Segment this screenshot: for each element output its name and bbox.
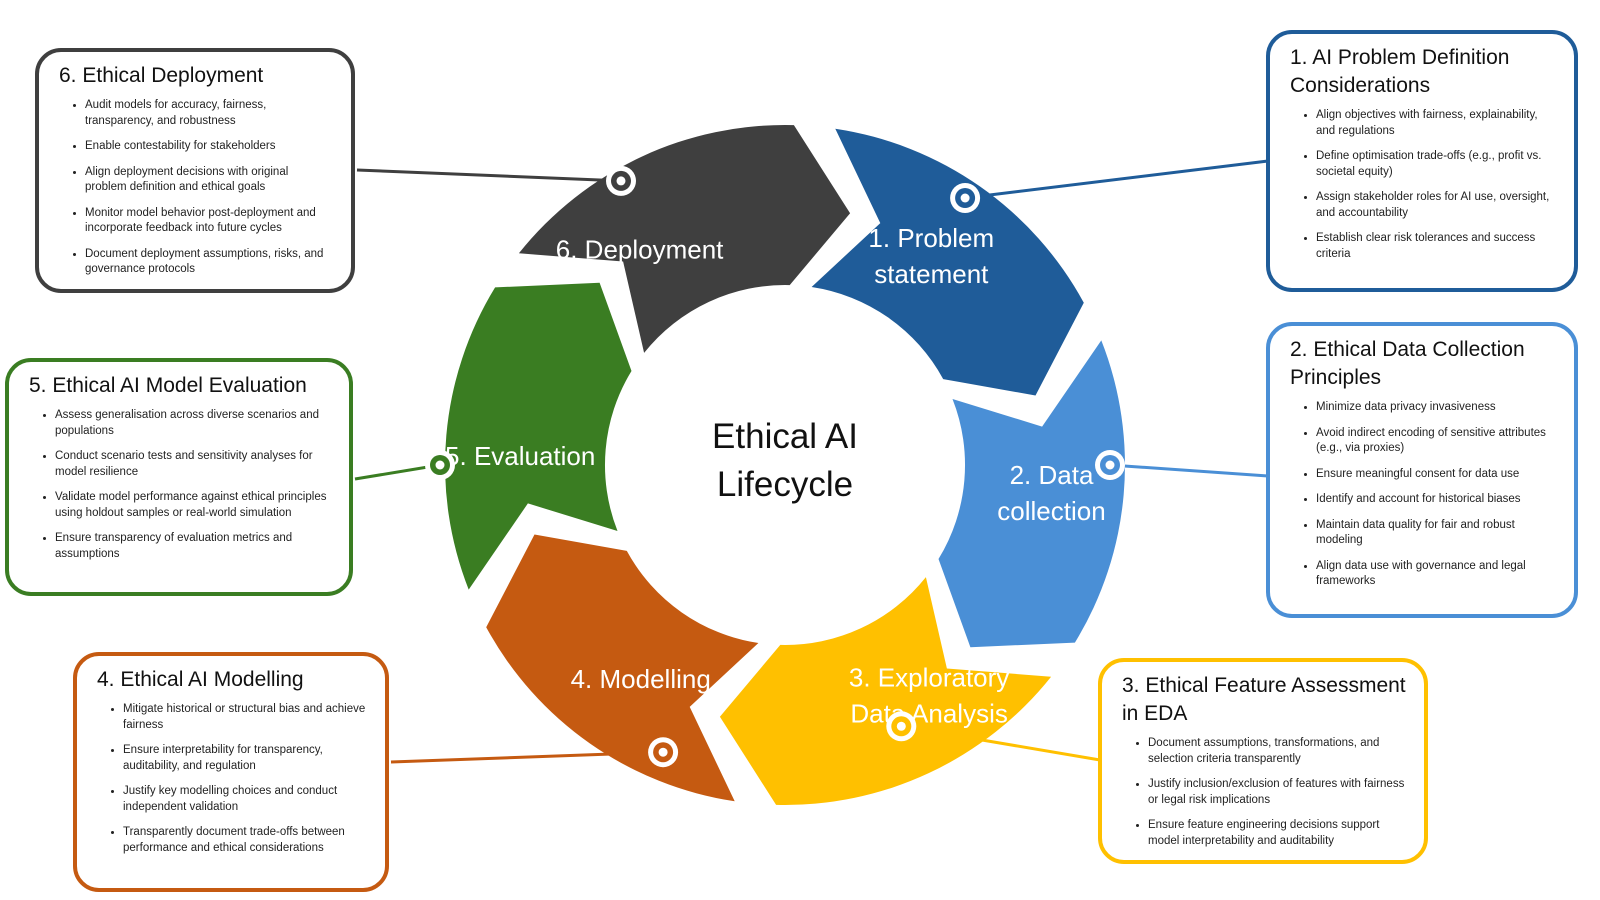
list-item: Align objectives with fairness, explaina… — [1316, 108, 1556, 139]
segment-deployment — [518, 124, 851, 353]
list-item: Enable contestability for stakeholders — [85, 139, 333, 155]
eda-box: 3. Ethical Feature Assessment in EDA Doc… — [1098, 658, 1428, 864]
list-item: Justify inclusion/exclusion of features … — [1148, 777, 1406, 808]
marker-dot-eda — [896, 721, 906, 731]
list-item: Audit models for accuracy, fairness, tra… — [85, 98, 333, 129]
list-item: Ensure interpretability for transparency… — [123, 743, 367, 774]
list-item: Identify and account for historical bias… — [1316, 492, 1556, 508]
list-item: Minimize data privacy invasiveness — [1316, 400, 1556, 416]
list-item: Monitor model behavior post-deployment a… — [85, 206, 333, 237]
list-item: Mitigate historical or structural bias a… — [123, 702, 367, 733]
connector-markers — [425, 165, 1125, 768]
deployment-box: 6. Ethical Deployment Audit models for a… — [35, 48, 355, 293]
evaluation-box-list: Assess generalisation across diverse sce… — [29, 408, 331, 562]
modelling-box-list: Mitigate historical or structural bias a… — [97, 702, 367, 856]
segment-label-evaluation: 5. Evaluation — [445, 441, 595, 471]
marker-dot-deployment — [616, 176, 626, 186]
deployment-box-title: 6. Ethical Deployment — [59, 64, 264, 87]
marker-dot-problem — [960, 193, 970, 203]
data-box-list: Minimize data privacy invasiveness Avoid… — [1290, 400, 1556, 590]
segment-label-problem: 1. Problem — [868, 223, 994, 253]
marker-dot-evaluation — [435, 460, 445, 470]
list-item: Establish clear risk tolerances and succ… — [1316, 231, 1556, 262]
list-item: Ensure meaningful consent for data use — [1316, 467, 1556, 483]
center-title-line1: Ethical AI — [712, 417, 858, 456]
segment-modelling — [486, 534, 759, 802]
center-title-line2: Lifecycle — [717, 465, 853, 504]
list-item: Ensure transparency of evaluation metric… — [55, 531, 331, 562]
marker-dot-data — [1105, 460, 1115, 470]
deployment-box-list: Audit models for accuracy, fairness, tra… — [59, 98, 333, 278]
segment-evaluation — [445, 282, 632, 590]
modelling-box-title: 4. Ethical AI Modelling — [97, 668, 304, 691]
segment-label-problem: statement — [874, 259, 989, 289]
connector-data — [1109, 463, 1269, 478]
modelling-box: 4. Ethical AI Modelling Mitigate histori… — [73, 652, 389, 892]
segment-label-eda: Data Analysis — [850, 699, 1008, 729]
eda-box-title: 3. Ethical Feature Assessment in EDA — [1122, 674, 1406, 725]
list-item: Define optimisation trade-offs (e.g., pr… — [1316, 149, 1556, 180]
list-item: Justify key modelling choices and conduc… — [123, 784, 367, 815]
segment-label-deployment: 6. Deployment — [556, 235, 724, 265]
list-item: Avoid indirect encoding of sensitive att… — [1316, 426, 1556, 457]
segment-label-eda: 3. Exploratory — [849, 663, 1009, 693]
list-item: Document deployment assumptions, risks, … — [85, 247, 333, 278]
list-item: Conduct scenario tests and sensitivity a… — [55, 449, 331, 480]
eda-box-list: Document assumptions, transformations, a… — [1122, 736, 1406, 849]
segment-label-data: collection — [997, 496, 1105, 526]
list-item: Align deployment decisions with original… — [85, 165, 333, 196]
segment-data — [938, 340, 1125, 648]
list-item: Ensure feature engineering decisions sup… — [1148, 818, 1406, 849]
segment-label-data: 2. Data — [1010, 460, 1094, 490]
segment-problem — [811, 128, 1084, 396]
list-item: Assess generalisation across diverse sce… — [55, 408, 331, 439]
list-item: Assign stakeholder roles for AI use, ove… — [1316, 190, 1556, 221]
lifecycle-segments: 1. Problem statement 2. Data collection 3. E… — [445, 124, 1125, 806]
list-item: Align data use with governance and legal… — [1316, 559, 1556, 590]
data-box: 2. Ethical Data Collection Principles Mi… — [1266, 322, 1578, 618]
list-item: Validate model performance against ethic… — [55, 490, 331, 521]
list-item: Document assumptions, transformations, a… — [1148, 736, 1406, 767]
evaluation-box-title: 5. Ethical AI Model Evaluation — [29, 374, 307, 397]
list-item: Transparently document trade-offs betwee… — [123, 825, 367, 856]
list-item: Maintain data quality for fair and robus… — [1316, 518, 1556, 549]
marker-dot-modelling — [658, 747, 668, 757]
problem-box: 1. AI Problem Definition Considerations … — [1266, 30, 1578, 292]
segment-label-modelling: 4. Modelling — [571, 664, 711, 694]
connector-deployment — [356, 168, 622, 183]
segment-eda — [719, 577, 1052, 806]
evaluation-box: 5. Ethical AI Model Evaluation Assess ge… — [5, 358, 353, 596]
problem-box-title: 1. AI Problem Definition Considerations — [1290, 46, 1510, 97]
data-box-title: 2. Ethical Data Collection Principles — [1290, 338, 1525, 389]
connector-problem — [964, 159, 1269, 200]
problem-box-list: Align objectives with fairness, explaina… — [1290, 108, 1556, 262]
